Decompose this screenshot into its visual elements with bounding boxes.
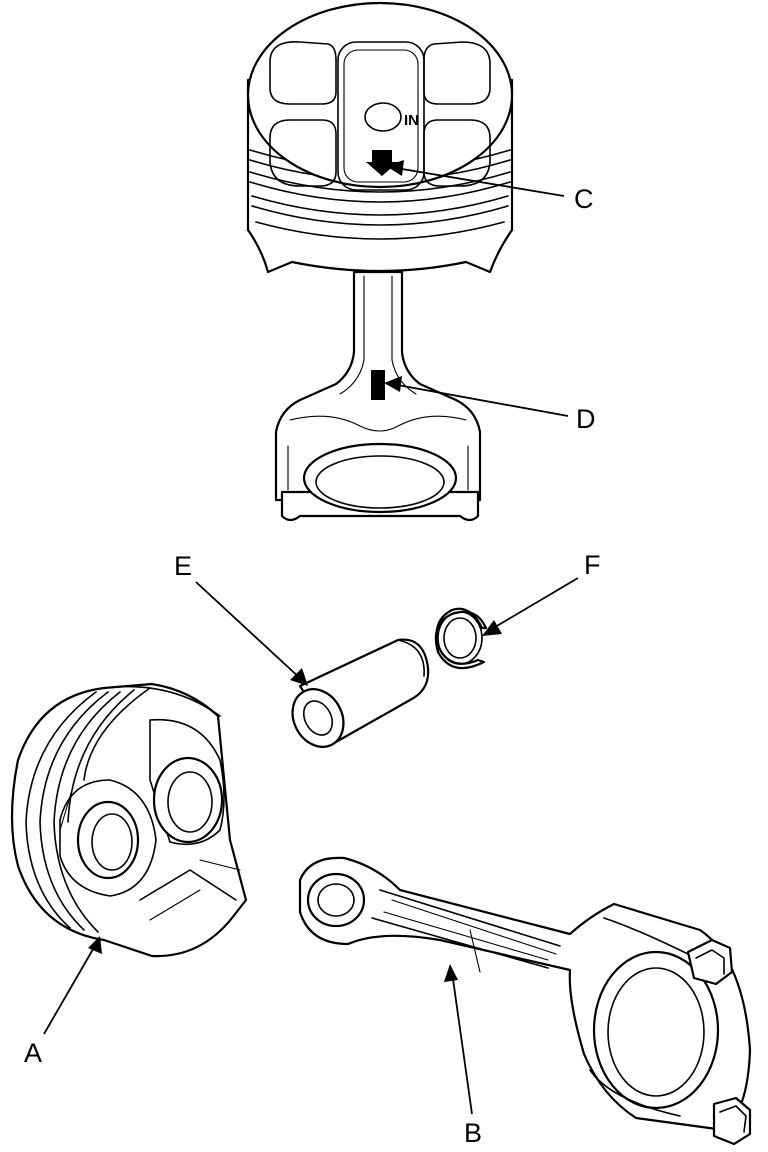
label-b: B bbox=[464, 1118, 482, 1148]
rod-mark bbox=[371, 370, 385, 400]
leader-b bbox=[451, 971, 473, 1115]
leader-e bbox=[195, 581, 303, 681]
label-d: D bbox=[576, 404, 596, 434]
label-c: C bbox=[574, 184, 594, 214]
label-a: A bbox=[24, 1038, 42, 1068]
piston-direction-arrow-mark bbox=[366, 150, 398, 176]
leader-a bbox=[43, 943, 97, 1035]
assembled-piston-rod: IN bbox=[246, 1, 514, 522]
label-e: E bbox=[174, 551, 192, 581]
crown-in-mark: IN bbox=[404, 112, 419, 129]
leader-c bbox=[395, 167, 565, 197]
leader-d bbox=[391, 383, 569, 417]
piston-pin bbox=[291, 638, 430, 748]
leader-f bbox=[489, 577, 579, 631]
piston-exploded bbox=[10, 682, 248, 958]
label-f: F bbox=[584, 550, 601, 580]
snap-ring bbox=[434, 607, 488, 670]
connecting-rod-exploded bbox=[298, 856, 752, 1146]
